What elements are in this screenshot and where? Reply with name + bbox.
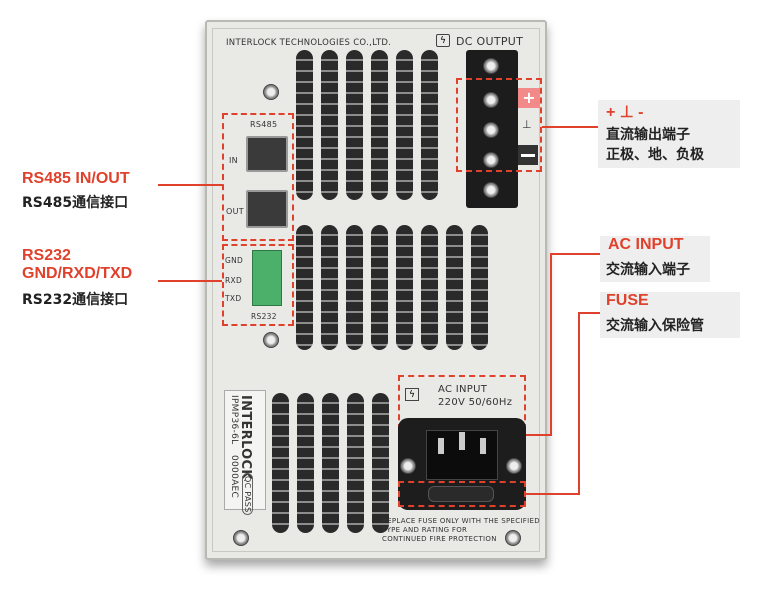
panel-inner-border [212,28,540,552]
fuse-callout-bg [600,292,740,338]
ac-input-panel-label: AC INPUT [438,384,488,395]
fuse-callout-title: FUSE [606,292,649,309]
label-qc-pass: QC PASS [242,473,253,516]
dc-callout-desc2: 正极、地、负极 [606,147,704,163]
high-voltage-icon: ϟ [436,34,450,47]
dc-leader-line [542,126,598,128]
fuse-holder[interactable] [428,486,494,502]
gnd-label: GND [225,256,244,265]
screw-icon [233,530,249,546]
terminal-screw-positive[interactable] [483,92,499,108]
rs232-highlight-box [222,244,294,326]
ac-callout-desc: 交流输入端子 [606,262,690,278]
fuse-leader-line [526,493,580,495]
terminal-screw-ground[interactable] [483,122,499,138]
plus-marker-icon: + [518,88,540,108]
company-name: INTERLOCK TECHNOLOGIES CO.,LTD. [226,38,392,48]
rs232-leader-line [158,280,222,282]
screw-icon [263,84,279,100]
rxd-label: RXD [225,276,243,285]
rs485-callout-desc: RS485通信接口 [22,195,129,211]
fuse-leader-line [578,312,600,314]
screw-icon [505,530,521,546]
rs232-panel-label: RS232 [251,312,277,321]
rs232-callout-desc: RS232通信接口 [22,292,129,308]
ac-leader-line [550,253,552,436]
terminal-screw-icon[interactable] [483,58,499,74]
product-label-sticker: INTERLOCK QC PASS IPMP36-6L 0000AEC [224,390,266,516]
terminal-screw-negative[interactable] [483,152,499,168]
fuse-highlight-box [398,481,526,507]
rs485-leader-line [158,184,222,186]
fuse-callout-desc: 交流输入保险管 [606,318,704,334]
ac-callout-title: AC INPUT [608,236,684,253]
ac-callout-bg [600,236,710,282]
dc-callout-bg [598,100,740,168]
fuse-leader-line [578,312,580,495]
label-brand: INTERLOCK [238,395,253,480]
dc-callout-desc1: 直流输出端子 [606,127,690,143]
dc-output-highlight-box [456,78,542,172]
label-serial: 0000AEC [229,455,239,499]
rs485-panel-label: RS485 [250,120,278,129]
rs485-highlight-box [222,113,294,241]
screw-icon [263,332,279,348]
ground-symbol: ⊥ [522,118,532,131]
rs485-callout-title: RS485 IN/OUT [22,170,130,187]
rs232-terminal-block[interactable] [252,250,282,306]
out-label: OUT [226,207,244,216]
dc-output-label: DC OUTPUT [456,35,524,48]
minus-marker-icon [518,145,538,165]
ac-leader-line [550,253,600,255]
rs485-out-port[interactable] [246,190,288,228]
ac-leader-line [526,434,552,436]
label-model: IPMP36-6L [229,395,239,445]
txd-label: TXD [225,294,242,303]
terminal-screw-icon[interactable] [483,182,499,198]
rs485-in-port[interactable] [246,136,288,172]
in-label: IN [229,156,238,165]
high-voltage-icon: ϟ [405,388,419,401]
dc-callout-symbols: + ⊥ - [606,104,644,121]
ac-rating-label: 220V 50/60Hz [438,397,513,408]
